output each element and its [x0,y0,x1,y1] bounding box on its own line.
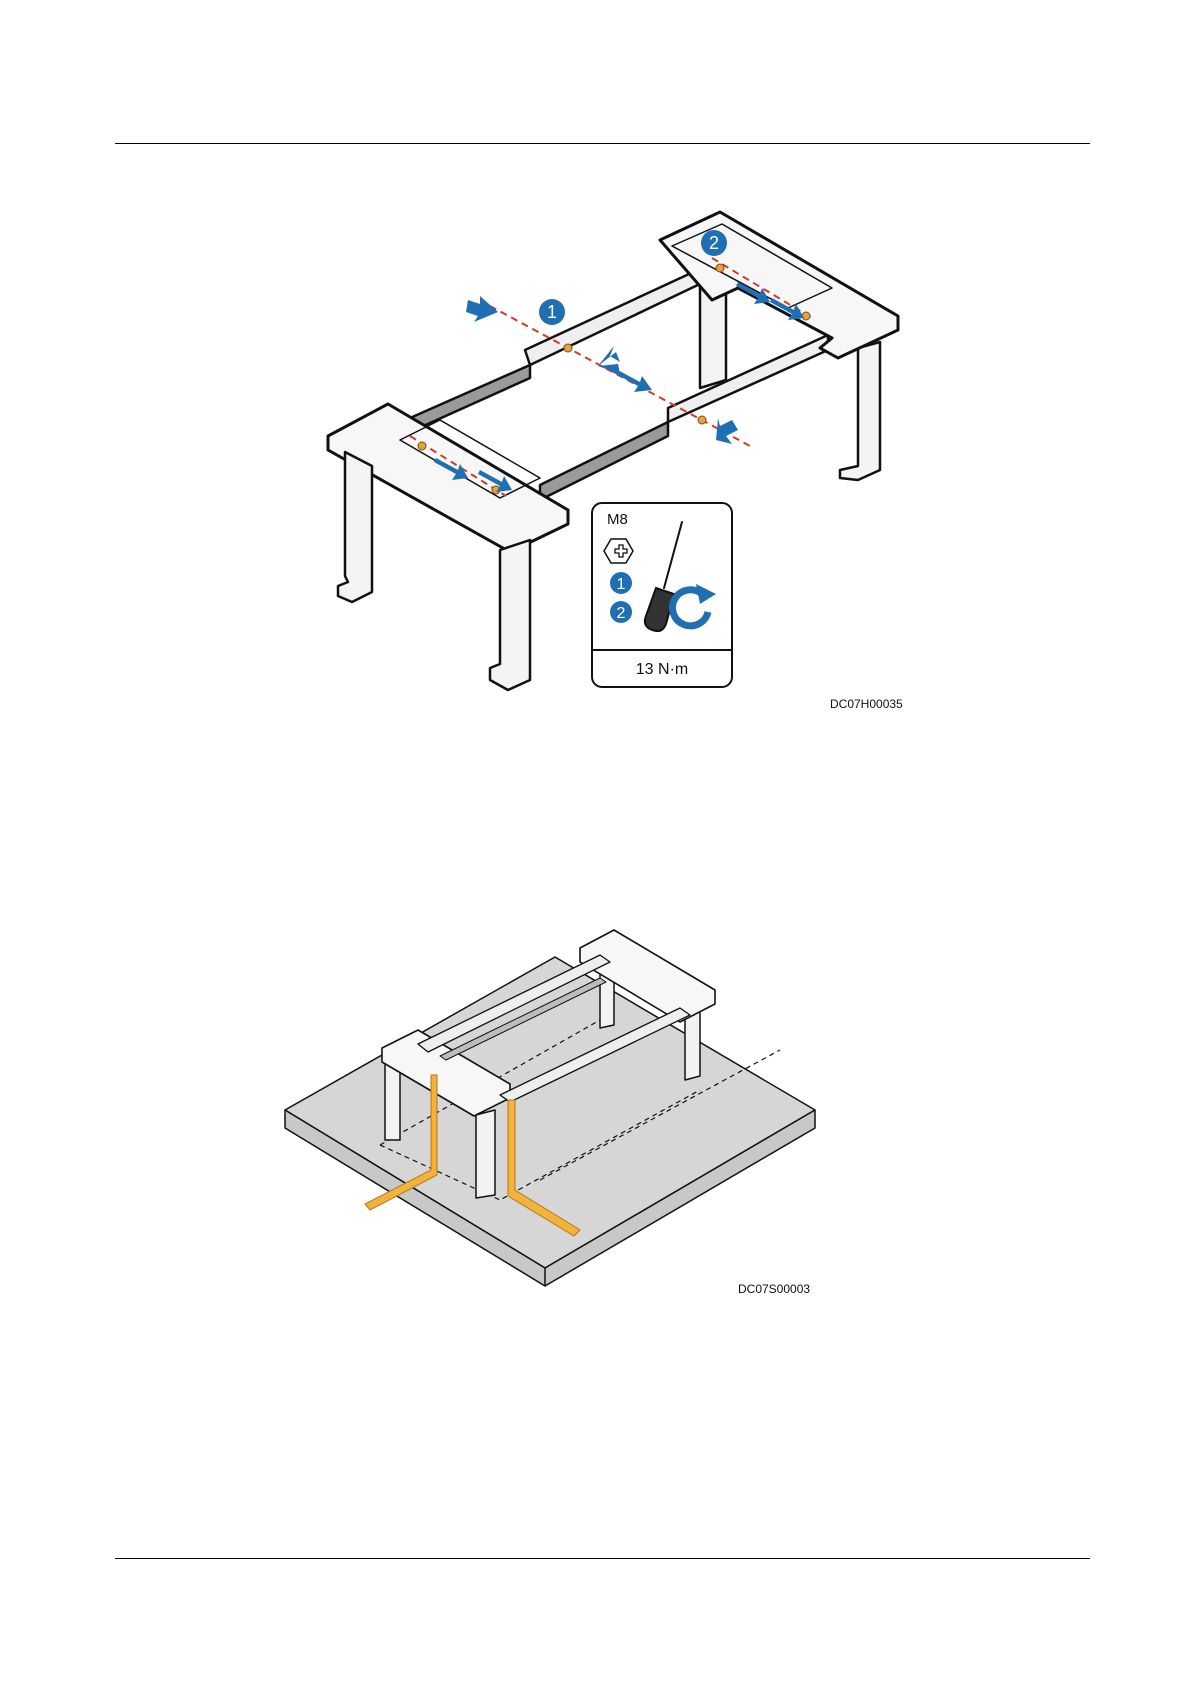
figure2-code: DC07S00003 [738,1282,810,1296]
figure-frame-on-floor [0,0,1191,1300]
footer-rule [115,1558,1090,1559]
